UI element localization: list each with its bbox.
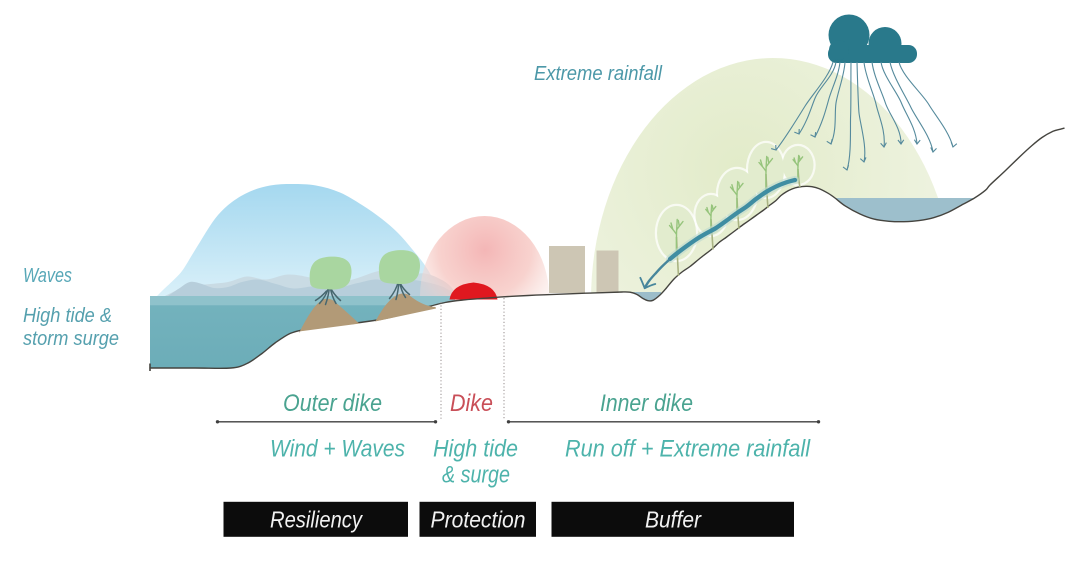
svg-text:High tide: High tide bbox=[433, 436, 518, 463]
svg-text:Waves: Waves bbox=[23, 265, 72, 287]
svg-text:High tide &: High tide & bbox=[23, 305, 112, 327]
svg-text:Wind + Waves: Wind + Waves bbox=[270, 436, 405, 463]
svg-text:Dike: Dike bbox=[450, 390, 493, 417]
svg-text:storm surge: storm surge bbox=[23, 328, 119, 350]
svg-text:Extreme rainfall: Extreme rainfall bbox=[534, 63, 663, 85]
svg-text:Inner dike: Inner dike bbox=[600, 390, 693, 417]
svg-text:Buffer: Buffer bbox=[645, 507, 702, 533]
svg-text:Protection: Protection bbox=[431, 507, 526, 533]
svg-text:Outer dike: Outer dike bbox=[283, 390, 382, 417]
svg-text:Resiliency: Resiliency bbox=[270, 507, 363, 533]
svg-text:Run off + Extreme rainfall: Run off + Extreme rainfall bbox=[565, 436, 811, 463]
svg-text:& surge: & surge bbox=[442, 462, 510, 489]
